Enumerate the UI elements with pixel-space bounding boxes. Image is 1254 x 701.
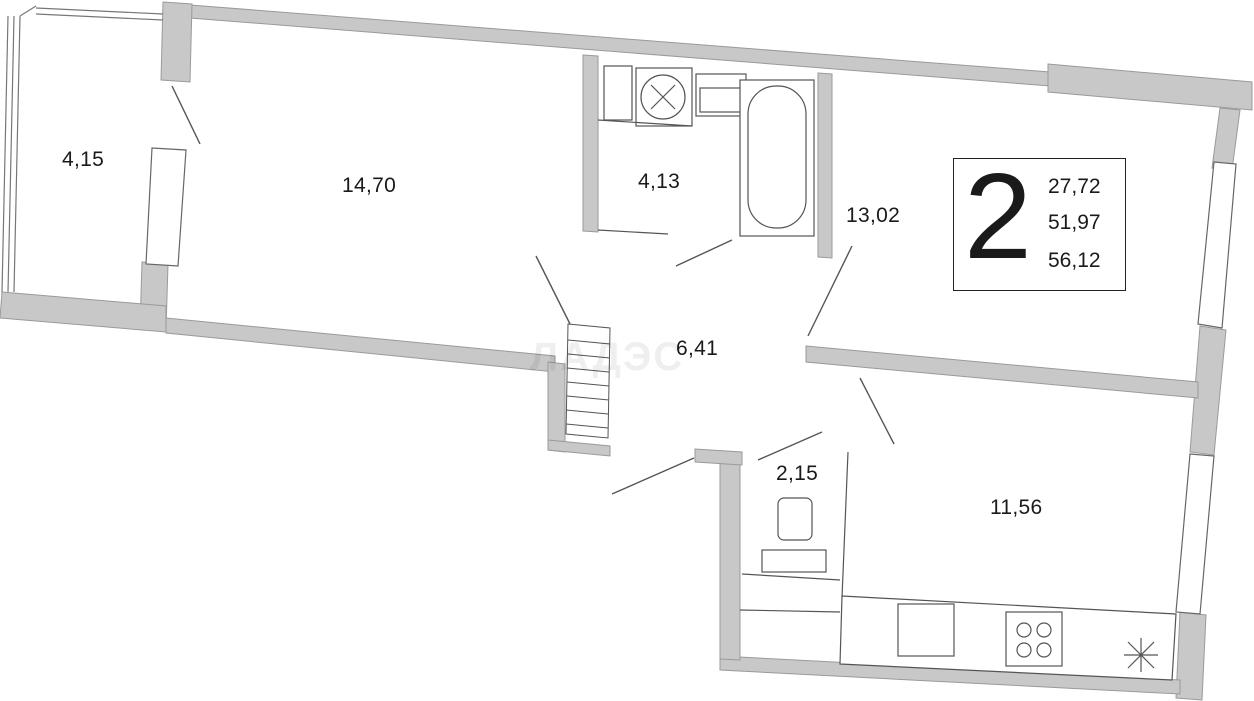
window-kitchen	[1175, 453, 1215, 615]
wall-stair-bottom	[547, 439, 611, 457]
wall-right-middle	[1189, 325, 1227, 456]
wall-wc-left	[719, 451, 741, 661]
area-summary-box: 2 27,72 51,97 56,12	[953, 148, 1126, 291]
wc-sink	[761, 549, 827, 573]
doors	[171, 85, 895, 495]
watermark: ЛАДЭС	[530, 335, 685, 379]
wall-wc-top	[694, 448, 743, 466]
shelf	[603, 65, 633, 121]
wall-top-right	[1047, 63, 1253, 111]
kitchen-sink	[897, 603, 955, 657]
door-entrance	[611, 457, 695, 495]
wall-living-bottom	[165, 317, 556, 373]
room-area-wc: 2,15	[776, 462, 819, 485]
room-area-bedroom: 13,02	[846, 204, 901, 227]
wall-bath-right	[817, 72, 833, 259]
balcony-frame	[1, 5, 164, 293]
stove	[1005, 611, 1063, 667]
living-area: 27,72	[1048, 175, 1101, 198]
wall-bedroom-bottom	[805, 345, 1199, 399]
kitchen-fixtures	[839, 595, 1177, 681]
door-kitchen	[859, 377, 895, 445]
vent-icon	[1124, 638, 1158, 672]
door-bedroom	[807, 245, 853, 337]
total-area-with-balcony: 56,12	[1048, 249, 1101, 272]
window-bedroom	[1197, 161, 1237, 329]
column-top-left	[160, 1, 193, 83]
bathroom-fixtures	[597, 65, 815, 237]
wall-bath-left	[582, 54, 599, 233]
wc-fixtures	[739, 451, 849, 613]
toilet	[777, 497, 813, 541]
door-wc	[757, 431, 823, 461]
room-area-kitchen: 11,56	[990, 496, 1043, 519]
door-balcony	[171, 85, 201, 145]
room-area-balcony: 4,15	[62, 148, 105, 171]
door-living	[535, 255, 571, 325]
staircase	[565, 323, 611, 439]
total-area: 51,97	[1048, 211, 1101, 234]
room-count: 2	[964, 148, 1032, 284]
windows	[145, 147, 1237, 615]
room-area-living: 14,70	[342, 174, 397, 197]
room-area-hall: 6,41	[676, 337, 719, 360]
wall-right-upper	[1211, 107, 1241, 171]
door-bath	[675, 239, 733, 267]
window-balcony	[145, 147, 187, 267]
room-area-bathroom: 4,13	[638, 170, 681, 193]
